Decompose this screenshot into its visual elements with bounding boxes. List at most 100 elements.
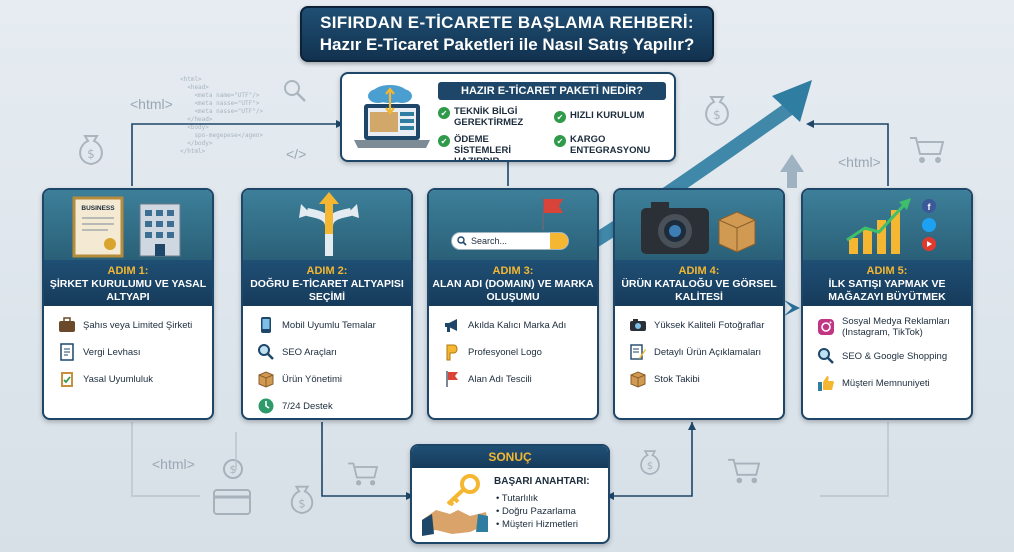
code-snippet-decoration: <html> <head> <meta name="UTF"/> <meta n… xyxy=(180,76,264,155)
html-tag-decoration-bottom: <html> xyxy=(152,456,195,472)
shopping-cart-icon-lower-right xyxy=(728,458,761,484)
thumbs-up-icon xyxy=(817,374,835,392)
list-item-label: Ürün Yönetimi xyxy=(282,373,343,385)
step-title: ADIM 1: ŞİRKET KURULUMU VE YASAL ALTYAPI xyxy=(44,260,212,306)
list-item: Vergi Levhası xyxy=(58,343,204,361)
list-item: Sosyal Medya Reklamları (Instagram, TikT… xyxy=(817,316,963,338)
list-item: Ürün Yönetimi xyxy=(257,370,403,388)
magnifier-decoration-icon xyxy=(284,80,306,102)
clipboard-check-icon xyxy=(58,370,76,388)
success-key-list: • Tutarlılık • Doğru Pazarlama • Müşteri… xyxy=(496,492,578,531)
step-heading: ŞİRKET KURULUMU VE YASAL ALTYAPI xyxy=(49,278,207,303)
mobile-icon xyxy=(257,316,275,334)
check-icon: ✔ xyxy=(438,135,450,147)
success-key-title: BAŞARI ANAHTARI: xyxy=(494,476,590,487)
credit-card-icon xyxy=(213,489,251,515)
list-item: SEO Araçları xyxy=(257,343,403,361)
step-4-card: ADIM 4: ÜRÜN KATALOĞU VE GÖRSEL KALİTESİ… xyxy=(613,188,785,420)
step-illustration: Search... xyxy=(429,190,597,260)
key-handshake-icon xyxy=(422,474,488,536)
instagram-icon xyxy=(817,318,835,336)
money-bag-icon-right: $ xyxy=(705,96,729,127)
page-title: SIFIRDAN E-TİCARETE BAŞLAMA REHBERİ: Haz… xyxy=(300,6,714,62)
crossroad-arrows-icon xyxy=(299,192,359,256)
list-item-label: Yüksek Kaliteli Fotoğraflar xyxy=(654,319,765,331)
list-item-label: Vergi Levhası xyxy=(83,346,141,358)
svg-text:$: $ xyxy=(713,108,721,122)
what-is-heading: HAZIR E-TİCARET PAKETİ NEDİR? xyxy=(438,82,666,100)
list-item: Profesyonel Logo xyxy=(443,343,589,361)
business-license-building-icon: BUSINESS xyxy=(72,196,181,258)
support-clock-icon xyxy=(257,397,275,415)
shopping-cart-icon xyxy=(910,137,945,163)
step-title: ADIM 2: DOĞRU E-TİCARET ALTYAPISI SEÇİMİ xyxy=(243,260,411,306)
magnifier-icon xyxy=(257,343,275,361)
feature-item: ✔ KARGO ENTEGRASYONU xyxy=(554,134,674,156)
svg-text:$: $ xyxy=(647,461,653,472)
list-item-label: Profesyonel Logo xyxy=(468,346,542,358)
list-item: Yüksek Kaliteli Fotoğraflar xyxy=(629,316,775,334)
step-2-card: ADIM 2: DOĞRU E-TİCARET ALTYAPISI SEÇİMİ… xyxy=(241,188,413,420)
step-heading: DOĞRU E-TİCARET ALTYAPISI SEÇİMİ xyxy=(250,278,404,303)
list-item: Akılda Kalıcı Marka Adı xyxy=(443,316,589,334)
money-bag-icon-lower-right: $ xyxy=(640,450,660,476)
list-item-label: Şahıs veya Limited Şirketi xyxy=(83,319,193,331)
list-item-label: Sosyal Medya Reklamları (Instagram, TikT… xyxy=(842,316,950,338)
stock-box-icon xyxy=(629,370,647,388)
facebook-icon xyxy=(922,199,936,213)
step-label: ADIM 1: xyxy=(107,265,149,277)
list-item: Yasal Uyumluluk xyxy=(58,370,204,388)
feature-label: KARGO ENTEGRASYONU xyxy=(570,134,651,156)
list-item-label: Stok Takibi xyxy=(654,373,700,385)
title-line-1: SIFIRDAN E-TİCARETE BAŞLAMA REHBERİ: xyxy=(320,13,694,32)
feature-label: ÖDEME SİSTEMLERİ HAZIRDIR xyxy=(454,134,512,162)
list-item-label: Yasal Uyumluluk xyxy=(83,373,154,385)
coin-icon: $ xyxy=(223,459,243,479)
svg-text:$: $ xyxy=(298,497,305,510)
step-illustration: BUSINESS xyxy=(44,190,212,260)
growth-chart-icon: f xyxy=(846,198,936,254)
list-item-label: Doğru Pazarlama xyxy=(501,506,576,517)
flag-icon xyxy=(542,198,563,230)
list-item: Müşteri Memnuniyeti xyxy=(817,374,963,392)
logo-icon xyxy=(443,343,461,361)
list-item-label: 7/24 Destek xyxy=(282,400,333,412)
money-bag-icon: $ xyxy=(79,135,103,166)
step-label: ADIM 5: xyxy=(866,265,908,277)
step-illustration: f xyxy=(803,190,971,260)
list-item-label: Mobil Uyumlu Temalar xyxy=(282,319,376,331)
step-label: ADIM 3: xyxy=(492,265,534,277)
html-tag-decoration-right: <html> xyxy=(838,154,881,170)
list-item: 7/24 Destek xyxy=(257,397,403,415)
feature-item: ✔ TEKNİK BİLGİ GEREKTİRMEZ xyxy=(438,106,546,128)
megaphone-icon xyxy=(443,316,461,334)
box-icon xyxy=(257,370,275,388)
camera-box-icon xyxy=(641,202,756,254)
step-title: ADIM 3: ALAN ADI (DOMAIN) VE MARKA OLUŞU… xyxy=(429,260,597,306)
what-is-package-panel: HAZIR E-TİCARET PAKETİ NEDİR? ✔ TEKNİK B… xyxy=(340,72,676,162)
document-icon xyxy=(58,343,76,361)
step-heading: İLK SATIŞI YAPMAK VE MAĞAZAYI BÜYÜTMEK xyxy=(828,278,946,303)
list-item: Şahıs veya Limited Şirketi xyxy=(58,316,204,334)
list-item-label: Alan Adı Tescili xyxy=(468,373,532,385)
money-bag-icon-bottom: $ xyxy=(290,485,314,515)
search-icon xyxy=(817,347,835,365)
feature-label: TEKNİK BİLGİ GEREKTİRMEZ xyxy=(454,106,524,128)
result-panel: SONUÇ BAŞARI ANAHTARI: • Tutarlılık • Do… xyxy=(410,444,610,544)
step-5-card: f ADIM 5: İLK SATIŞI YAPMAK VE MAĞAZAYI … xyxy=(801,188,973,420)
list-item: Stok Takibi xyxy=(629,370,775,388)
step-heading: ALAN ADI (DOMAIN) VE MARKA OLUŞUMU xyxy=(432,278,594,303)
search-button xyxy=(550,233,568,249)
step-label: ADIM 2: xyxy=(306,265,348,277)
domain-search-bar: Search... xyxy=(451,232,569,250)
code-tag-decoration: </> xyxy=(286,146,307,162)
svg-text:$: $ xyxy=(87,147,95,161)
search-placeholder: Search... xyxy=(471,236,508,246)
step-illustration xyxy=(243,190,411,260)
search-icon xyxy=(457,236,467,246)
flag-small-icon xyxy=(443,370,461,388)
edit-document-icon xyxy=(629,343,647,361)
laptop-cloud-icon xyxy=(354,85,430,148)
list-item-label: Müşteri Memnuniyeti xyxy=(842,377,930,389)
feature-label: HIZLI KURULUM xyxy=(570,110,645,121)
